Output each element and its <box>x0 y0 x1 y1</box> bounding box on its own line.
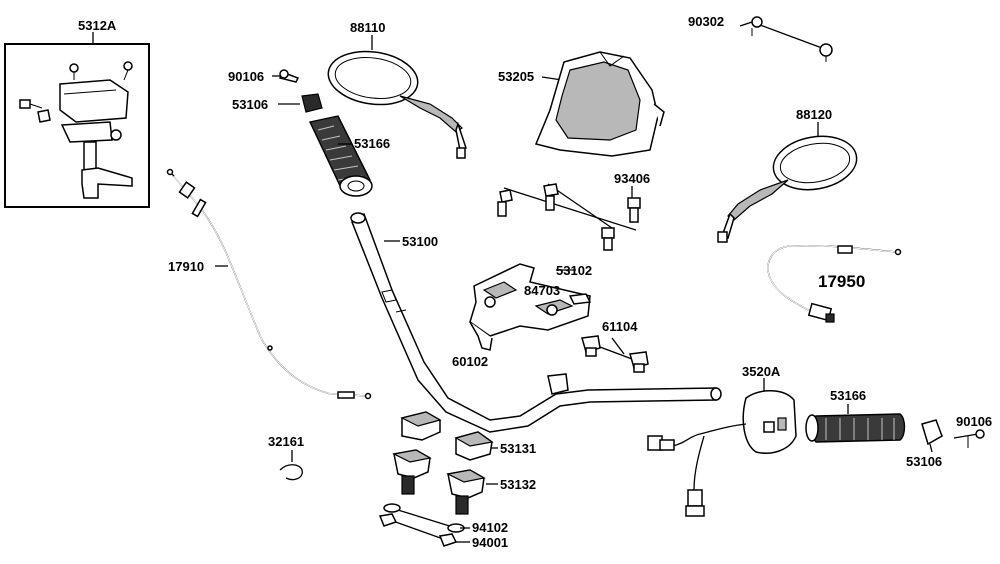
label-88110: 88110 <box>350 20 385 35</box>
handlebar-cover <box>534 51 665 157</box>
label-94001: 94001 <box>472 535 508 550</box>
label-53166-right: 53166 <box>830 388 866 403</box>
label-93406: 93406 <box>614 171 650 186</box>
throttle-cable-17950 <box>767 244 902 323</box>
label-53106-right: 53106 <box>906 454 942 469</box>
handlebar-53100 <box>350 212 722 433</box>
label-53106-top: 53106 <box>232 97 268 112</box>
label-5312A: 5312A <box>78 18 117 33</box>
bolts-61104 <box>581 335 649 373</box>
label-17910: 17910 <box>168 259 204 274</box>
left-grip-group <box>272 69 373 197</box>
label-94102: 94102 <box>472 520 508 535</box>
label-90106-right: 90106 <box>956 414 992 429</box>
switch-3520A <box>647 378 797 517</box>
label-3520A: 3520A <box>742 364 781 379</box>
label-53205: 53205 <box>498 69 534 84</box>
bolt-90302 <box>739 16 833 62</box>
master-cylinder-box <box>4 32 150 208</box>
holders-53132 <box>392 449 498 515</box>
clutch-cable-17910 <box>166 168 372 400</box>
right-mirror <box>717 122 858 243</box>
label-60102: 60102 <box>452 354 488 369</box>
clip-32161 <box>279 450 303 481</box>
label-53131: 53131 <box>500 441 536 456</box>
bolts-93406 <box>497 183 641 251</box>
right-grip <box>805 404 906 443</box>
label-53100: 53100 <box>402 234 438 249</box>
label-17950: 17950 <box>818 272 865 291</box>
right-end-weight <box>921 419 985 453</box>
label-88120: 88120 <box>796 107 832 122</box>
label-53166-top: 53166 <box>354 136 390 151</box>
label-53102: 53102 <box>556 263 592 278</box>
label-90302: 90302 <box>688 14 724 29</box>
label-84703: 84703 <box>524 283 560 298</box>
mount-bracket <box>469 263 592 351</box>
label-90106-top: 90106 <box>228 69 264 84</box>
label-32161: 32161 <box>268 434 304 449</box>
label-53132: 53132 <box>500 477 536 492</box>
holders-53131 <box>400 411 498 461</box>
washers-nuts <box>378 503 470 547</box>
left-mirror <box>327 35 467 159</box>
label-61104: 61104 <box>602 319 638 334</box>
